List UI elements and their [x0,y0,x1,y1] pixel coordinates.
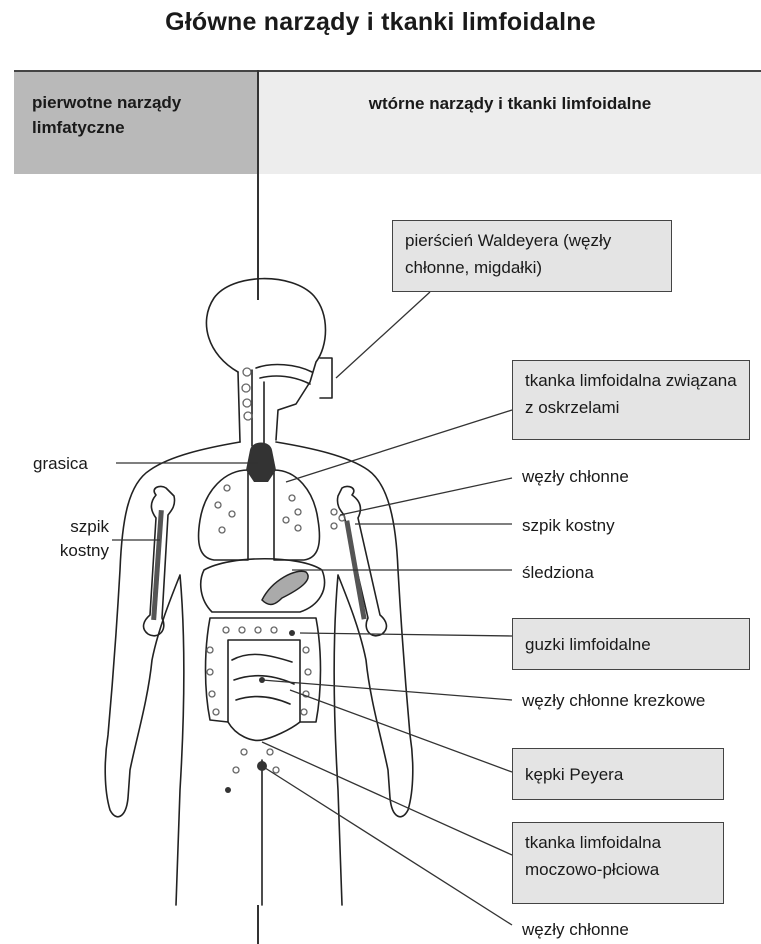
label-box-nodules: guzki limfoidalne [512,618,750,670]
label-marrow-left: szpik kostny [47,515,109,563]
spleen [262,571,308,604]
label-box-peyer: kępki Peyera [512,748,724,800]
label-box-waldeyer: pierścień Waldeyera (węzły chłonne, migd… [392,220,672,292]
label-spleen: śledziona [522,561,594,585]
thymus [246,443,276,483]
left-lung [199,470,248,560]
label-box-bronchial: tkanka limfoidalna związana z oskrzelami [512,360,750,440]
label-thymus: grasica [33,452,88,476]
torso-outline [105,442,240,905]
label-marrow-right: szpik kostny [522,514,615,538]
head-outline [206,279,325,440]
label-mesenteric: węzły chłonne krezkowe [522,689,705,713]
label-lymph-nodes-arm: węzły chłonne [522,465,629,489]
label-lymph-nodes-bottom: węzły chłonne [522,918,629,942]
label-box-urogenital: tkanka limfoidalna moczowo-płciowa [512,822,724,904]
